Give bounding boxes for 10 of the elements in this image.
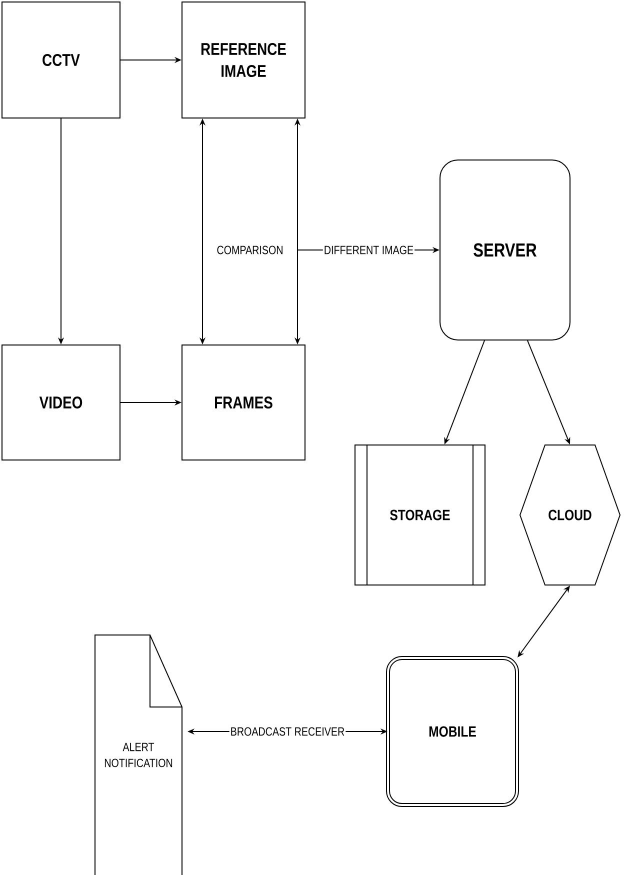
- process-box: FRAMES: [182, 344, 306, 460]
- edge-label: BROADCAST RECEIVER: [229, 726, 346, 737]
- process-box: CCTV: [2, 2, 120, 118]
- edge-label: DIFFERENT IMAGE: [322, 244, 415, 256]
- process-box: REFERENCE IMAGE: [182, 2, 306, 118]
- text-label: COMPARISON: [216, 244, 284, 256]
- server-box: SERVER: [440, 160, 570, 340]
- double-border-box: MOBILE: [386, 656, 519, 807]
- storage-box: STORAGE: [354, 444, 486, 586]
- process-box: VIDEO: [2, 344, 120, 460]
